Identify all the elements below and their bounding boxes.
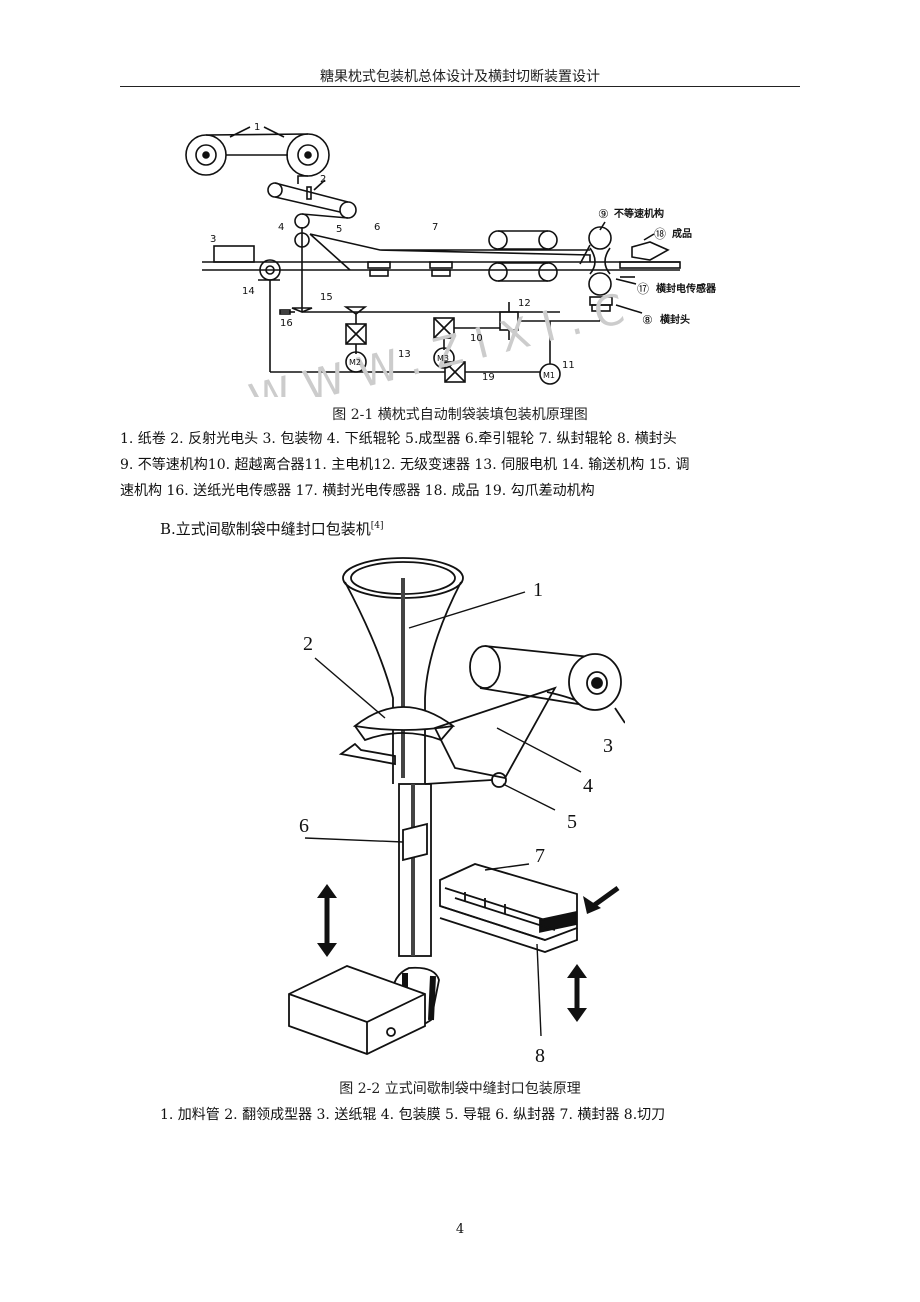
figure-2-1-caption: 图 2-1 横枕式自动制袋装填包装机原理图 bbox=[332, 407, 588, 423]
figure-2-1-legend: 1. 纸卷 2. 反射光电头 3. 包装物 4. 下纸辊轮 5.成型器 6.牵引… bbox=[120, 426, 810, 504]
label-8: 8 bbox=[535, 1045, 545, 1067]
label-5: 5 bbox=[336, 224, 342, 235]
label-3: 3 bbox=[603, 735, 613, 757]
svg-text:WWW.ZIXI.C: WWW.ZIXI.C bbox=[244, 281, 642, 397]
label-19: 19 bbox=[482, 372, 495, 383]
label-7: 7 bbox=[432, 222, 438, 233]
label-8-text: 横封头 bbox=[660, 313, 690, 326]
figure-2-2-caption: 图 2-2 立式间歇制袋中缝封口包装原理 bbox=[339, 1081, 581, 1097]
label-1: 1 bbox=[533, 579, 543, 601]
label-5: 5 bbox=[567, 811, 577, 833]
label-6: 6 bbox=[374, 222, 380, 233]
label-11: 11 bbox=[562, 360, 575, 371]
label-1: 1 bbox=[254, 122, 260, 133]
label-m3: M3 bbox=[437, 354, 449, 363]
legend-line: 9. 不等速机构10. 超越离合器11. 主电机12. 无级变速器 13. 伺服… bbox=[120, 457, 690, 473]
page-number: 4 bbox=[455, 1222, 465, 1237]
legend-line: 1. 纸卷 2. 反射光电头 3. 包装物 4. 下纸辊轮 5.成型器 6.牵引… bbox=[120, 431, 677, 447]
label-7: 7 bbox=[535, 845, 545, 867]
section-ref: [4] bbox=[370, 521, 384, 531]
figure-2-2-legend: 1. 加料管 2. 翻领成型器 3. 送纸辊 4. 包装膜 5. 导辊 6. 纵… bbox=[160, 1107, 666, 1123]
label-10: 10 bbox=[470, 333, 483, 344]
label-m1: M1 bbox=[543, 371, 555, 380]
label-6: 6 bbox=[299, 815, 309, 837]
label-17-text: 横封电传感器 bbox=[656, 282, 717, 295]
header-rule bbox=[120, 86, 800, 87]
page-header: 糖果枕式包装机总体设计及横封切断装置设计 bbox=[320, 69, 600, 85]
label-3: 3 bbox=[210, 234, 216, 245]
legend-line: 速机构 16. 送纸光电传感器 17. 横封光电传感器 18. 成品 19. 勾… bbox=[120, 483, 595, 499]
label-2: 2 bbox=[303, 633, 313, 655]
paper-roll-left bbox=[185, 134, 227, 176]
paper-roll-right bbox=[286, 133, 330, 177]
label-8: ⑧ bbox=[642, 313, 653, 327]
section-heading-b: B.立式间歇制袋中缝封口包装机[4] bbox=[160, 518, 384, 539]
label-15: 15 bbox=[320, 292, 333, 303]
figure-2-2-diagram: 1 2 3 4 5 6 7 8 bbox=[288, 557, 625, 1067]
label-4: 4 bbox=[583, 775, 593, 797]
figure-2-1-diagram: WWW.ZIXI.C 1 2 3 4 5 6 7 ⑨ 不等速机构 ⑱ 成品 ⑰ … bbox=[185, 122, 717, 397]
label-13: 13 bbox=[398, 349, 411, 360]
section-title: B.立式间歇制袋中缝封口包装机 bbox=[160, 520, 371, 538]
label-12: 12 bbox=[518, 298, 531, 309]
label-4: 4 bbox=[278, 222, 284, 233]
label-17: ⑰ bbox=[637, 282, 649, 296]
label-18-text: 成品 bbox=[672, 227, 692, 240]
label-9: ⑨ bbox=[598, 207, 609, 221]
label-16: 16 bbox=[280, 318, 293, 329]
label-18: ⑱ bbox=[654, 227, 666, 241]
label-9-text: 不等速机构 bbox=[614, 207, 664, 220]
label-m2: M2 bbox=[349, 358, 361, 367]
label-14: 14 bbox=[242, 286, 255, 297]
label-2: 2 bbox=[320, 174, 326, 185]
